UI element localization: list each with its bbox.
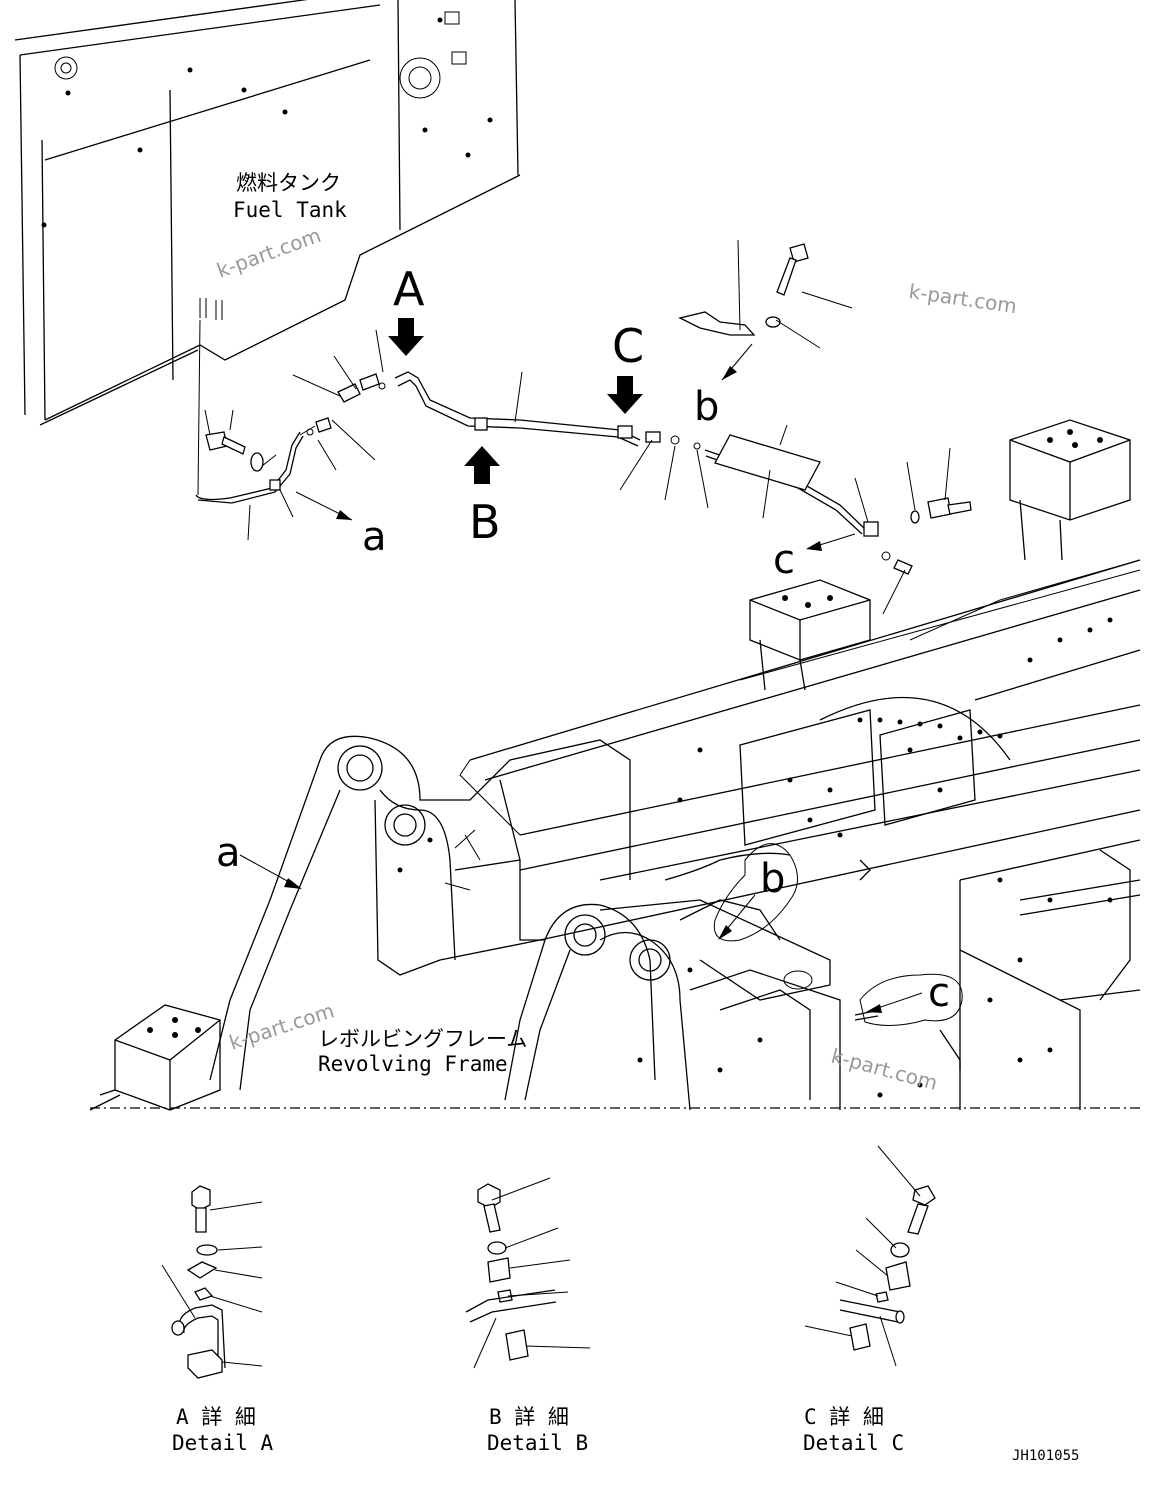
detail-a-title-jp: A 詳 細: [176, 1405, 256, 1429]
detail-a-title-en: Detail A: [172, 1431, 274, 1455]
view-label-a: A: [393, 262, 425, 316]
view-label-c: C: [612, 319, 644, 373]
callout-c-fitting: c: [773, 537, 795, 583]
view-arrows: A B C: [388, 262, 644, 549]
watermark-1: k-part.com: [214, 223, 325, 283]
frame-callout-c: c: [928, 970, 950, 1016]
detail-c: C 詳 細 Detail C: [803, 1145, 936, 1455]
frame-callout-a: a: [216, 830, 241, 876]
detail-b-title-en: Detail B: [487, 1431, 588, 1455]
view-arrow-c: [607, 376, 643, 414]
view-arrow-b: [464, 446, 500, 484]
drawing-number: JH101055: [1012, 1448, 1079, 1464]
detail-a: A 詳 細 Detail A: [161, 1185, 274, 1455]
fuel-line-assembly: a b c: [195, 239, 972, 615]
callout-b-bracket: b: [694, 384, 719, 430]
watermark-4: k-part.com: [829, 1044, 940, 1095]
watermark-2: k-part.com: [907, 279, 1018, 318]
fuel-tank: 燃料タンク Fuel Tank: [14, 0, 521, 426]
detail-c-title-en: Detail C: [803, 1431, 904, 1455]
callout-a-hose: a: [362, 514, 387, 560]
detail-b-title-jp: B 詳 細: [489, 1405, 569, 1429]
view-label-b: B: [469, 495, 501, 549]
detail-c-title-jp: C 詳 細: [804, 1405, 884, 1429]
frame-label-en: Revolving Frame: [318, 1052, 508, 1076]
frame-callout-b: b: [760, 856, 785, 902]
fuel-tank-label-jp: 燃料タンク: [236, 171, 341, 195]
detail-b: B 詳 細 Detail B: [465, 1177, 591, 1455]
frame-label-jp: レボルビングフレーム: [318, 1027, 527, 1051]
view-arrow-a: [388, 318, 424, 356]
revolving-frame: a b c レボルビングフレーム Revolving Frame: [89, 419, 1141, 1111]
fuel-tank-label-en: Fuel Tank: [233, 198, 347, 222]
